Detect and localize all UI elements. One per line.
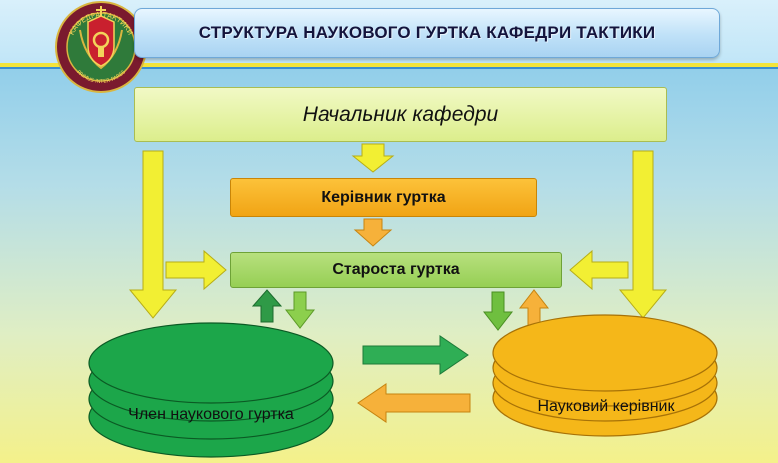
member-label: Член наукового гуртка [128,406,294,423]
arrow-left-into-elder [165,249,227,291]
cross-icon [96,6,106,16]
club-elder-label: Староста гуртка [332,261,460,278]
member-disc-stack [88,322,334,458]
arrow-head-to-supervisor [618,150,668,319]
shield-icon [87,15,115,67]
arrow-head-to-members [128,150,178,319]
head-of-department-box: Начальник кафедри [134,87,667,142]
club-elder-box: Староста гуртка [230,252,562,288]
arrow-members-to-supervisor [362,335,469,375]
arrow-right-into-elder [569,249,629,291]
header-stripe-blue [0,67,778,69]
arrow-leader-to-elder [353,218,393,247]
supervisor-disc-stack [492,314,718,437]
head-of-department-label: Начальник кафедри [302,102,499,126]
laurel-icon [79,29,123,70]
arrow-elder-down-right [482,291,514,331]
department-emblem: КАФЕДРА ТАКТИКИ PRIMUS INTER PARES [55,1,147,93]
club-leader-box: Керівник гуртка [230,178,537,217]
header-stripe-yellow [0,63,778,67]
arrow-head-to-leader [351,143,395,173]
supervisor-label: Науковий керівник [537,398,675,415]
club-leader-label: Керівник гуртка [321,188,446,206]
arrow-elder-down-left [284,291,316,329]
arrow-supervisor-to-members [357,383,471,423]
arrow-members-up [251,289,283,323]
page-title: СТРУКТУРА НАУКОВОГО ГУРТКА КАФЕДРИ ТАКТИ… [198,23,656,42]
page-title-box: СТРУКТУРА НАУКОВОГО ГУРТКА КАФЕДРИ ТАКТИ… [134,8,720,58]
